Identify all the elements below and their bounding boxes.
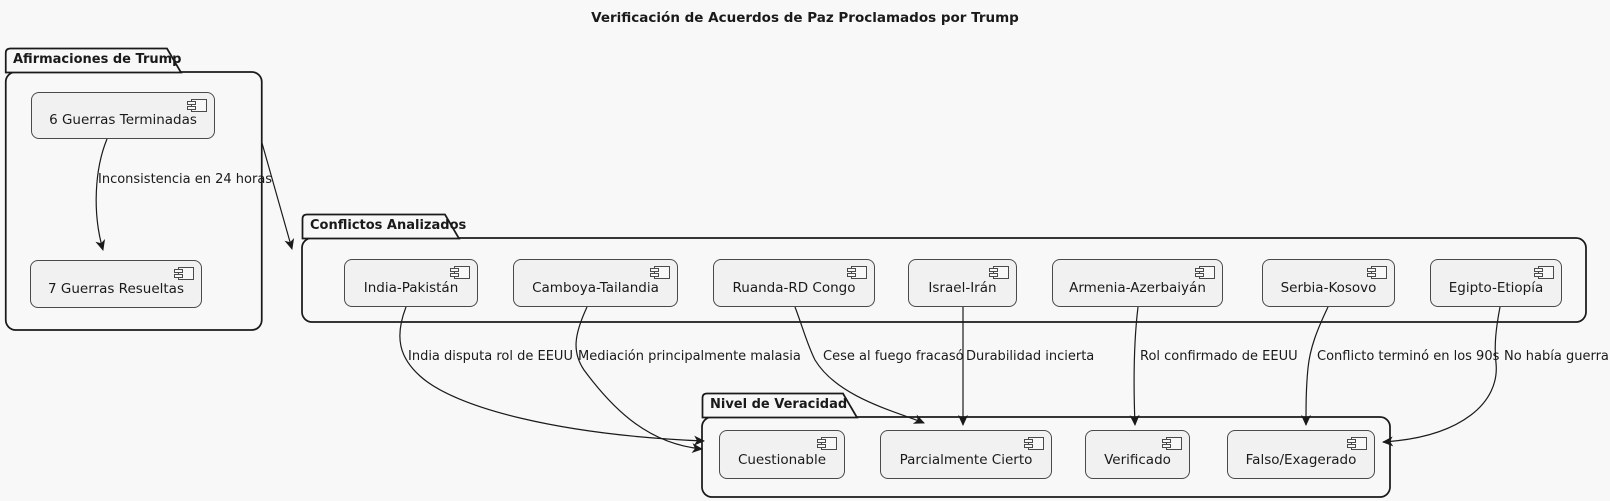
edge-label-ruanda: Cese al fuego fracasó [823, 349, 964, 364]
component-serbia-kosovo: Serbia-Kosovo [1262, 259, 1395, 307]
edge-armenia-verificado [1129, 306, 1140, 426]
edge-label-egipto: No había guerra [1504, 349, 1609, 364]
component-icon [989, 266, 1009, 279]
component-india-pakistan: India-Pakistán [344, 259, 478, 307]
edge-egipto-falso [1382, 306, 1501, 447]
edge-6guerras-7guerras [95, 138, 108, 251]
component-label: 7 Guerras Resueltas [48, 281, 184, 297]
component-icon [187, 99, 207, 112]
component-icon [1024, 437, 1044, 450]
component-label: Cuestionable [737, 452, 827, 468]
component-icon [650, 266, 670, 279]
component-icon [847, 266, 867, 279]
edge-6guerras-conflictos [261, 142, 295, 250]
component-cuestionable: Cuestionable [719, 430, 845, 479]
edge-label-camboya: Mediación principalmente malasia [578, 349, 801, 364]
component-icon [1162, 437, 1182, 450]
component-label: Egipto-Etiopía [1448, 280, 1544, 296]
component-icon [1534, 266, 1554, 279]
edge-india-cuestionable [399, 306, 705, 446]
component-icon [1367, 266, 1387, 279]
edge-label-inconsistencia: Inconsistencia en 24 horas [98, 172, 273, 187]
component-icon [1347, 437, 1367, 450]
package-title-afirmaciones: Afirmaciones de Trump [13, 52, 182, 67]
component-label: Camboya-Tailandia [532, 280, 659, 296]
edge-label-israel: Durabilidad incierta [966, 349, 1095, 364]
component-label: Verificado [1104, 452, 1171, 468]
component-label: Israel-Irán [928, 280, 997, 296]
edge-camboya-cuestionable [575, 306, 703, 454]
component-israel-iran: Israel-Irán [908, 259, 1017, 307]
component-egipto-etiopia: Egipto-Etiopía [1430, 259, 1562, 307]
component-label: Parcialmente Cierto [899, 452, 1033, 468]
edge-serbia-falso [1301, 306, 1329, 426]
component-icon [1195, 266, 1215, 279]
component-icon [450, 266, 470, 279]
component-parcialmente-cierto: Parcialmente Cierto [880, 430, 1052, 479]
edge-label-armenia: Rol confirmado de EEUU [1140, 349, 1298, 364]
component-icon [817, 437, 837, 450]
component-armenia-azerbaiyan: Armenia-Azerbaiyán [1052, 259, 1223, 307]
component-label: India-Pakistán [363, 280, 459, 296]
component-label: Falso/Exagerado [1245, 452, 1357, 468]
edge-label-serbia: Conflicto terminó en los 90s [1317, 349, 1500, 364]
diagram-title: Verificación de Acuerdos de Paz Proclama… [591, 10, 1019, 26]
component-label: Armenia-Azerbaiyán [1069, 280, 1206, 296]
component-label: 6 Guerras Terminadas [49, 112, 197, 128]
component-falso-exagerado: Falso/Exagerado [1227, 430, 1375, 479]
component-6-guerras-terminadas: 6 Guerras Terminadas [31, 92, 215, 139]
edge-label-india: India disputa rol de EEUU [408, 349, 573, 364]
component-camboya-tailandia: Camboya-Tailandia [513, 259, 678, 307]
edge-ruanda-parcialmente [794, 306, 925, 424]
component-7-guerras-resueltas: 7 Guerras Resueltas [30, 260, 202, 308]
package-title-veracidad: Nivel de Veracidad [710, 397, 848, 412]
package-title-conflictos: Conflictos Analizados [310, 218, 467, 233]
component-verificado: Verificado [1085, 430, 1190, 479]
component-label: Ruanda-RD Congo [732, 280, 856, 296]
component-ruanda-rd-congo: Ruanda-RD Congo [713, 259, 875, 307]
component-label: Serbia-Kosovo [1280, 280, 1377, 296]
component-icon [174, 267, 194, 280]
